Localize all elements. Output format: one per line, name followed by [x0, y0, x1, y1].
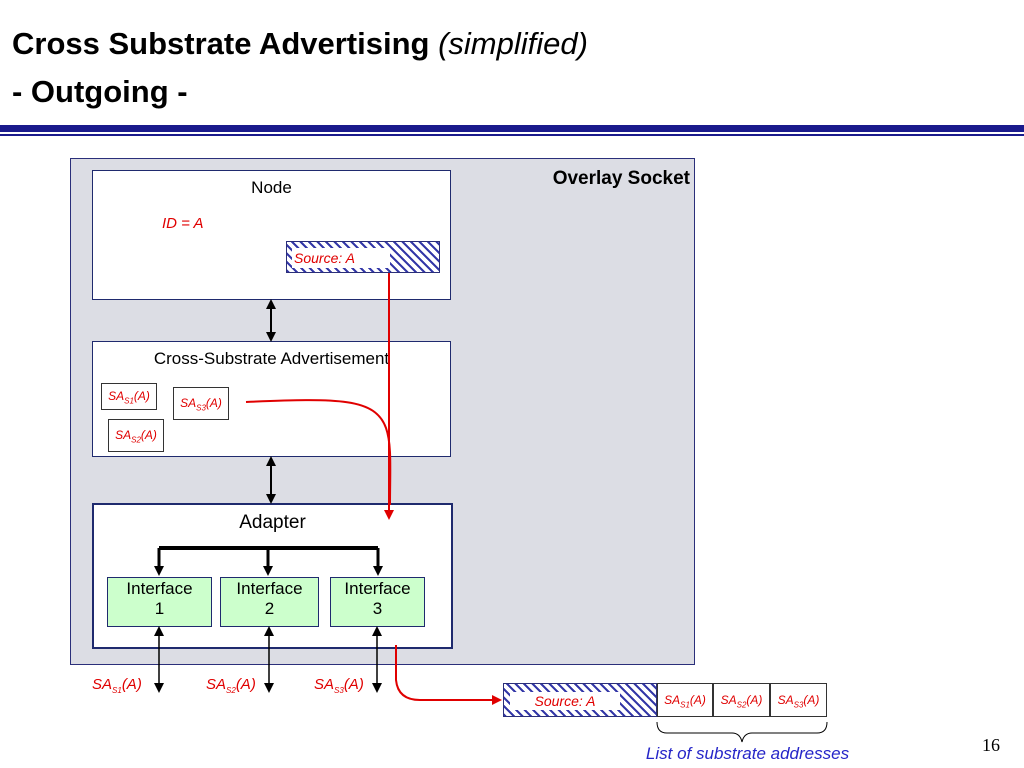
csa-label: Cross-Substrate Advertisement — [153, 349, 390, 368]
csa-entry-s3: SAS3(A) — [173, 387, 229, 420]
interface-2: Interface 2 — [220, 577, 319, 627]
title-divider-thick — [0, 125, 1024, 132]
node-box — [92, 170, 451, 300]
message-cell-s2: SAS2(A) — [713, 683, 770, 717]
slide-title: Cross Substrate Advertising (simplified) — [12, 26, 588, 62]
list-of-substrate-addresses-label: List of substrate addresses — [645, 744, 850, 763]
substrate-address-s2: SAS2(A) — [206, 676, 256, 695]
slide-title-main: Cross Substrate Advertising — [12, 26, 430, 61]
substrate-address-s3: SAS3(A) — [314, 676, 364, 695]
substrate-list-brace — [656, 721, 828, 743]
message-source-text: Source: A — [510, 692, 620, 710]
node-source-text: Source: A — [292, 248, 390, 268]
page-number: 16 — [982, 735, 1000, 755]
interface-1: Interface 1 — [107, 577, 212, 627]
interface-3-to-message-flow — [395, 645, 502, 705]
csa-sa3-to-adapter-flow — [245, 399, 392, 506]
message-cell-s1: SAS1(A) — [657, 683, 713, 717]
overlay-socket-label: Overlay Socket — [552, 168, 690, 189]
message-cell-s3: SAS3(A) — [770, 683, 827, 717]
csa-entry-s1: SAS1(A) — [101, 383, 157, 410]
node-id-label: ID = A — [162, 215, 204, 232]
adapter-label: Adapter — [239, 512, 306, 533]
substrate-address-s1: SAS1(A) — [92, 676, 142, 695]
node-label: Node — [251, 178, 292, 197]
csa-entry-s2: SAS2(A) — [108, 419, 164, 452]
slide-subtitle: - Outgoing - — [12, 74, 188, 109]
slide-title-italic: (simplified) — [438, 26, 588, 61]
title-divider-thin — [0, 134, 1024, 136]
